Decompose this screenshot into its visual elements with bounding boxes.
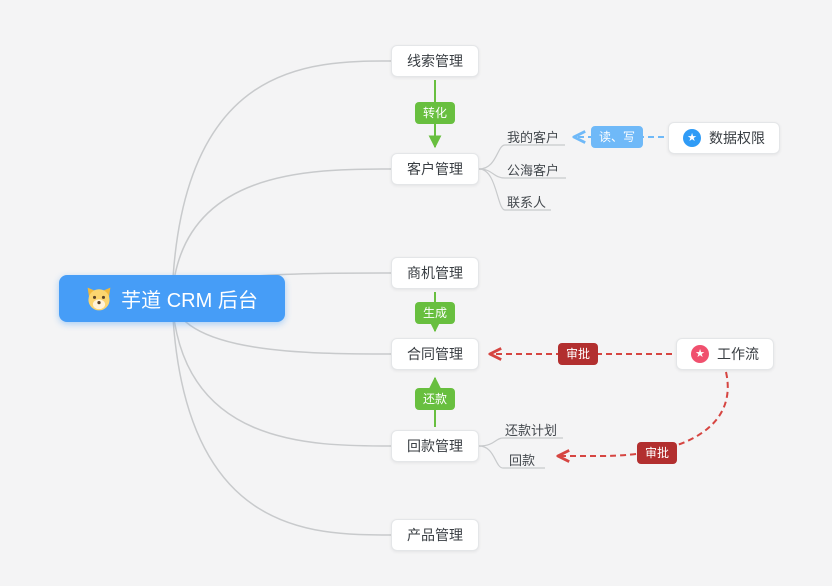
dog-face-icon	[86, 286, 112, 312]
edge-badge-approve-receipt[interactable]: 审批	[636, 442, 678, 464]
node-product-management[interactable]: 产品管理	[391, 519, 479, 551]
edge-badge-repay[interactable]: 还款	[414, 388, 456, 410]
edge-receivable-receipt	[478, 445, 545, 469]
edge-receivable-repayment-plan	[478, 437, 563, 447]
edge-badge-generate[interactable]: 生成	[414, 302, 456, 324]
edge-root-receivable	[171, 297, 392, 447]
node-label: 产品管理	[407, 527, 463, 543]
root-node-crm-admin[interactable]: 芋道 CRM 后台	[59, 275, 285, 322]
subnode-my-customer[interactable]: 我的客户	[507, 130, 560, 145]
edge-badge-approve-contract[interactable]: 审批	[557, 343, 599, 365]
root-node-label: 芋道 CRM 后台	[121, 290, 258, 312]
node-receivable-management[interactable]: 回款管理	[391, 430, 479, 462]
edge-root-customer	[171, 168, 392, 299]
node-customer-management[interactable]: 客户管理	[391, 153, 479, 185]
subnode-repayment-plan[interactable]: 还款计划	[505, 423, 558, 438]
node-label: 数据权限	[709, 130, 765, 146]
subnode-receipt[interactable]: 回款	[509, 453, 536, 468]
edge-root-product	[171, 297, 392, 536]
edge-customer-contact	[478, 168, 551, 211]
edge-root-lead	[171, 60, 392, 299]
subnode-public-customer[interactable]: 公海客户	[507, 163, 560, 178]
node-business-management[interactable]: 商机管理	[391, 257, 479, 289]
node-contract-management[interactable]: 合同管理	[391, 338, 479, 370]
node-label: 客户管理	[407, 161, 463, 177]
node-label: 商机管理	[407, 265, 463, 281]
edge-badge-convert[interactable]: 转化	[414, 102, 456, 124]
node-lead-management[interactable]: 线索管理	[391, 45, 479, 77]
edge-badge-read-write[interactable]: 读、写	[590, 126, 644, 148]
node-label: 合同管理	[407, 346, 463, 362]
node-label: 线索管理	[407, 53, 463, 69]
node-data-permission[interactable]: ★ 数据权限	[668, 122, 780, 154]
star-icon: ★	[691, 345, 709, 363]
edge-customer-my-customer	[478, 144, 565, 170]
subnode-contact[interactable]: 联系人	[507, 195, 547, 210]
node-workflow[interactable]: ★ 工作流	[676, 338, 774, 370]
arrow-workflow-to-receipt	[558, 371, 729, 456]
node-label: 工作流	[717, 346, 759, 362]
node-label: 回款管理	[407, 438, 463, 454]
star-icon: ★	[683, 129, 701, 147]
